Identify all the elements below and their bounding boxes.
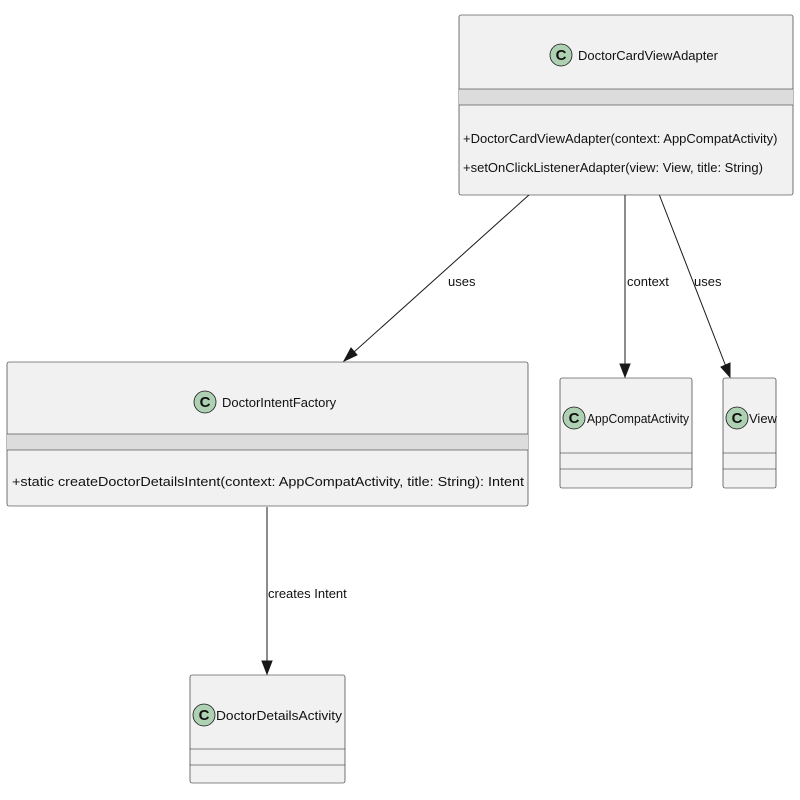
class-method: +static createDoctorDetailsIntent(contex… — [12, 474, 524, 489]
class-badge-letter: C — [556, 47, 567, 64]
class-badge-icon — [193, 390, 217, 414]
edge-label-uses-view: uses — [694, 274, 722, 289]
class-badge-icon — [562, 406, 586, 430]
class-badge-letter: C — [569, 410, 580, 427]
class-name: DoctorDetailsActivity — [216, 708, 343, 723]
class-badge-icon — [192, 703, 216, 727]
class-badge-letter: C — [199, 707, 210, 724]
arrowhead — [720, 362, 731, 379]
class-doctor-details-activity[interactable]: C DoctorDetailsActivity — [189, 674, 346, 784]
class-badge-icon — [725, 406, 749, 430]
class-app-compat-activity[interactable]: C AppCompatActivity — [559, 377, 693, 489]
class-view[interactable]: C View — [722, 377, 778, 489]
class-doctor-intent-factory[interactable]: C DoctorIntentFactory +static createDoct… — [6, 361, 529, 507]
class-method: +DoctorCardViewAdapter(context: AppCompa… — [463, 131, 777, 146]
class-name: DoctorCardViewAdapter — [578, 48, 719, 63]
edge-label-uses-factory: uses — [448, 274, 476, 289]
edge-label-context: context — [627, 274, 669, 289]
class-badge-letter: C — [200, 394, 211, 411]
edge-adapter-to-factory: uses — [342, 193, 531, 363]
edge-adapter-to-view: uses — [658, 193, 731, 379]
class-badge-letter: C — [732, 410, 743, 427]
class-name: View — [749, 411, 778, 426]
edge-label-creates-intent: creates Intent — [268, 586, 347, 601]
arrowhead — [342, 347, 358, 363]
edge-factory-to-details: creates Intent — [261, 507, 347, 676]
class-name: DoctorIntentFactory — [222, 395, 337, 410]
class-doctor-card-view-adapter[interactable]: C DoctorCardViewAdapter +DoctorCardViewA… — [458, 14, 794, 196]
class-method: +setOnClickListenerAdapter(view: View, t… — [463, 160, 763, 175]
edge-adapter-to-appcompat: context — [619, 194, 669, 379]
class-badge-icon — [549, 43, 573, 67]
arrowhead — [261, 660, 273, 676]
arrowhead — [619, 363, 631, 379]
class-name: AppCompatActivity — [587, 411, 689, 426]
